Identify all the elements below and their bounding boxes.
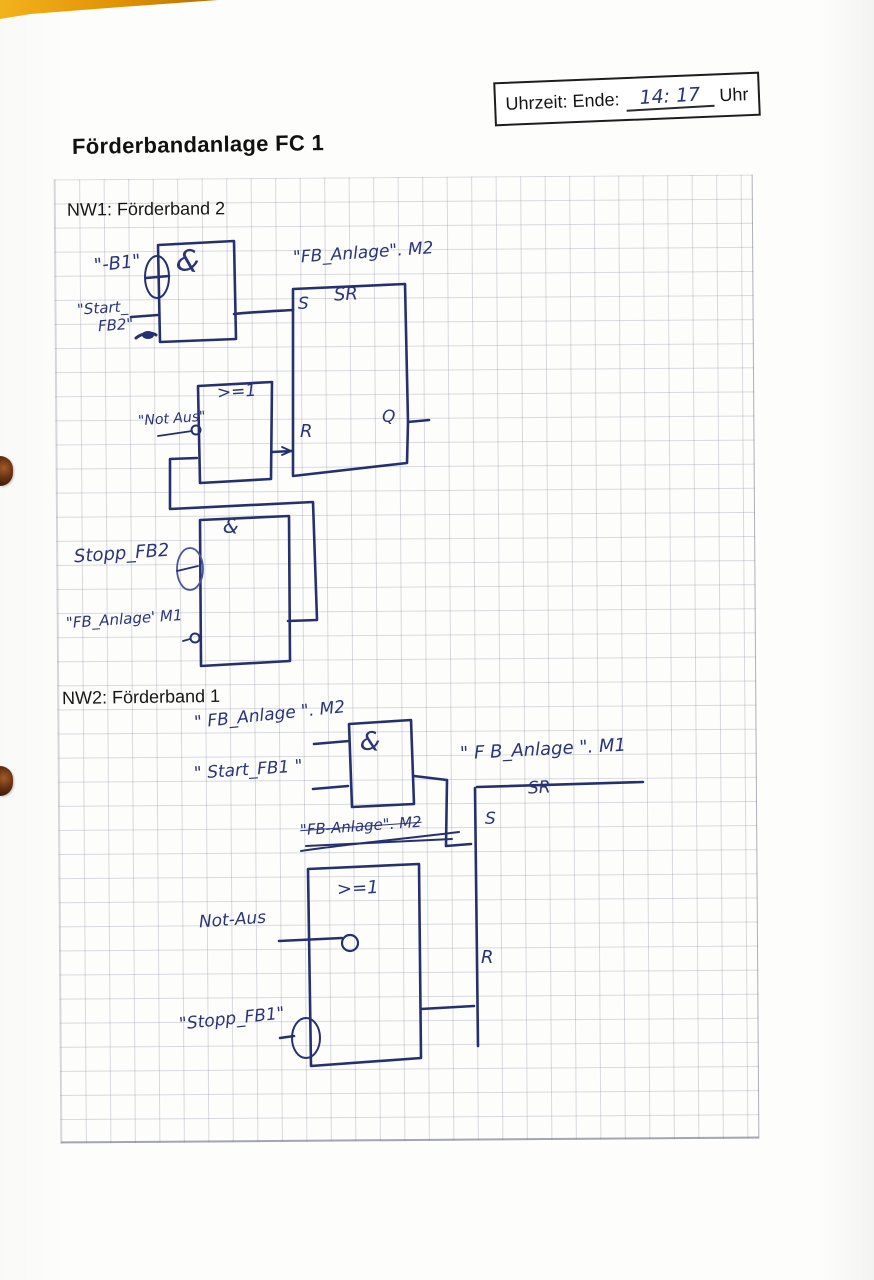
nw2-and-symbol: & — [358, 726, 382, 758]
nw2-sr-pin-s: S — [485, 809, 496, 829]
page-title: Förderbandanlage FC 1 — [71, 130, 325, 159]
time-unit-label: Uhr — [719, 83, 749, 105]
folder-edge-strip — [0, 0, 218, 19]
nw1-sr-pin-q: Q — [382, 407, 396, 427]
network2-heading: NW2: Förderband 1 — [61, 685, 221, 709]
nw1-and2-symbol: & — [221, 513, 240, 539]
nw2-or-symbol: >=1 — [336, 876, 380, 901]
nw1-sr-pin-s: S — [298, 294, 309, 314]
nw2-sr-pin-r: R — [481, 947, 494, 968]
binder-ring-bottom — [0, 766, 13, 796]
nw1-sr-pin-r: R — [300, 421, 313, 442]
time-label: Uhrzeit: Ende: — [505, 88, 620, 114]
graph-paper-grid — [53, 174, 760, 1144]
network1-heading: NW1: Förderband 2 — [66, 198, 226, 220]
nw2-sr-type-label: SR — [527, 777, 552, 799]
nw1-or-symbol: >=1 — [216, 380, 257, 404]
nw1-and1-symbol: & — [173, 242, 202, 281]
time-value-handwritten: 14: 17 — [624, 82, 715, 112]
binder-ring-top — [0, 456, 13, 486]
time-stamp-box: Uhrzeit: Ende: 14: 17 Uhr — [493, 71, 761, 127]
nw1-sr-type-label: SR — [333, 283, 359, 306]
nw1-input-label-start-fb2-line2: FB2" — [97, 314, 134, 336]
